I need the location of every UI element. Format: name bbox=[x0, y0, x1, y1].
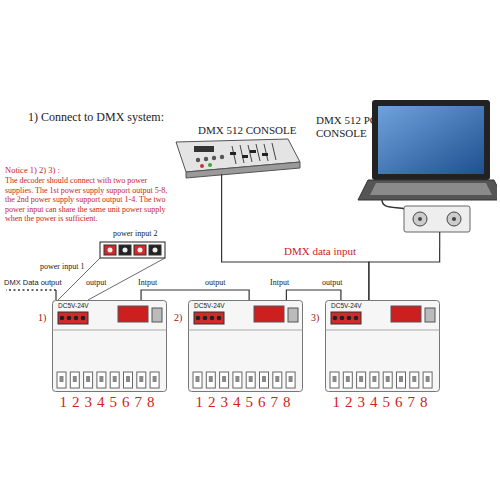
dmx-cable bbox=[222, 180, 369, 300]
voltage-label: DC5V-24V bbox=[58, 302, 89, 309]
unit-number: 2) bbox=[174, 312, 182, 324]
dmx-cable bbox=[369, 248, 440, 300]
dmx-wire bbox=[6, 289, 56, 290]
channel-numbers: 12345678 bbox=[325, 394, 440, 411]
port-label: output bbox=[86, 278, 106, 287]
decoder-unit: 3) DC5V-24V 12345678 bbox=[309, 300, 442, 420]
unit-number: 3) bbox=[311, 312, 319, 324]
pc-console-label: DMX 512 PC CONSOLE bbox=[316, 114, 380, 139]
dmx-console: DMX 512 CONSOLE bbox=[168, 124, 302, 180]
voltage-label: DC5V-24V bbox=[331, 302, 362, 309]
console-label: DMX 512 CONSOLE bbox=[198, 124, 296, 137]
dmx-cable bbox=[286, 290, 341, 300]
port-label: Intput bbox=[138, 278, 157, 287]
signal-label: DMX Data output bbox=[4, 279, 62, 288]
dmx-cable bbox=[141, 290, 249, 300]
port-label: output bbox=[205, 278, 225, 287]
channel-numbers: 12345678 bbox=[188, 394, 303, 411]
voltage-label: DC5V-24V bbox=[194, 302, 225, 309]
signal-label: DMX data input bbox=[284, 245, 356, 258]
dmx-wire bbox=[55, 290, 56, 300]
terminal-zoom bbox=[100, 242, 165, 258]
terminal-label: power input 1 bbox=[40, 262, 84, 271]
notice-heading: Notice 1) 2) 3) : bbox=[5, 166, 60, 176]
decoder-unit: 1) DC5V-24V 12345678 bbox=[36, 300, 169, 420]
terminal-label: power input 2 bbox=[113, 229, 157, 238]
pc-console: DMX 512 PC CONSOLE bbox=[312, 100, 497, 248]
decoder-unit: 2) DC5V-24V 12345678 bbox=[172, 300, 305, 420]
channel-numbers: 12345678 bbox=[52, 394, 167, 411]
port-label: output bbox=[322, 278, 342, 287]
diagram-title: 1) Connect to DMX system: bbox=[28, 111, 164, 125]
unit-number: 1) bbox=[38, 312, 46, 324]
port-label: Intput bbox=[270, 278, 289, 287]
notice-text: The decoder should connect with two powe… bbox=[5, 176, 177, 224]
